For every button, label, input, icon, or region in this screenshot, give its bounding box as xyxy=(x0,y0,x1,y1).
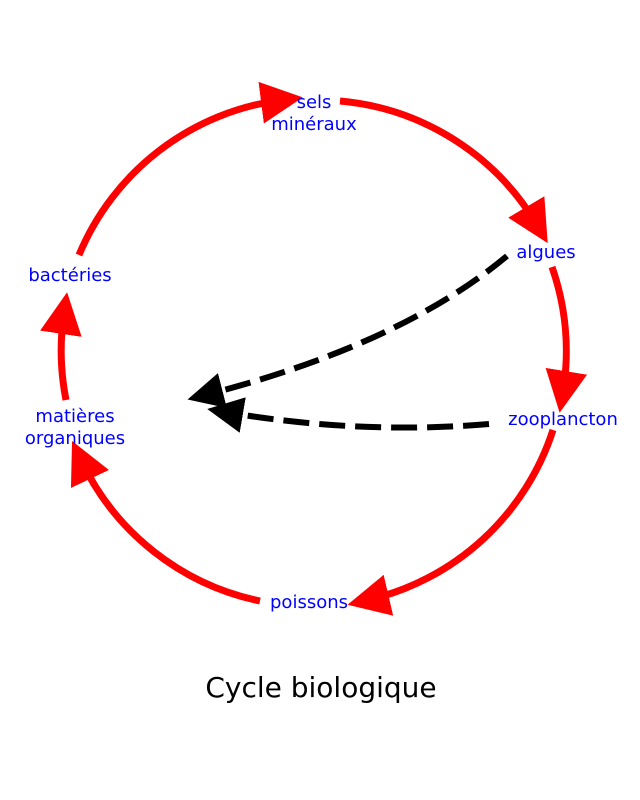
arrow-poissons-to-matieres xyxy=(70,441,261,605)
arrow-sels-to-algues xyxy=(339,97,548,244)
node-poissons: poissons xyxy=(270,592,348,613)
node-organiques: organiques xyxy=(25,428,125,449)
arrow-zooplancton-to-matieres xyxy=(207,397,490,433)
node-mineraux: minéraux xyxy=(271,114,357,135)
node-sels: sels xyxy=(297,92,332,113)
arrow-zooplancton-to-poissons xyxy=(347,428,557,616)
diagram-title: Cycle biologique xyxy=(205,671,436,704)
arrow-bacteries-to-sels xyxy=(75,81,303,257)
arrow-algues-to-matieres xyxy=(187,253,509,408)
arrow-matieres-to-bacteries xyxy=(40,292,82,401)
arrow-algues-to-zooplancton xyxy=(545,265,588,413)
node-algues: algues xyxy=(516,242,575,263)
node-matieres: matières xyxy=(35,406,114,427)
node-zooplancton: zooplancton xyxy=(508,409,618,430)
node-bacteries: bactéries xyxy=(28,265,111,286)
